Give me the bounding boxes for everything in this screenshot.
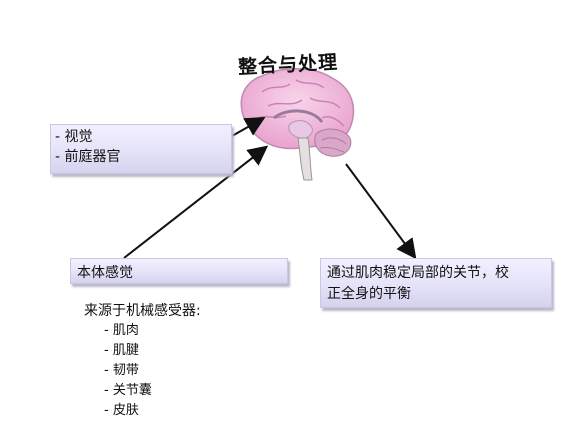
senses-item-vestibular: - 前庭器官	[55, 149, 121, 165]
senses-item-vision: - 视觉	[55, 129, 93, 145]
brain-illustration-icon	[240, 68, 355, 181]
arrow-brain-to-result	[345, 163, 417, 260]
senses-box: - 视觉 - 前庭器官	[50, 124, 232, 174]
result-box: 通过肌肉稳定局部的关节，校 正全身的平衡	[320, 258, 552, 308]
arrow-proprioception-to-brain	[123, 145, 269, 259]
proprioception-box: 本体感觉	[70, 258, 288, 284]
list-item: - 皮肤	[104, 403, 139, 418]
list-item: - 肌肉	[104, 323, 139, 338]
result-line-1: 通过肌肉稳定局部的关节，校	[327, 265, 509, 281]
proprioception-label: 本体感觉	[77, 265, 133, 281]
list-item: - 韧带	[104, 363, 139, 378]
diagram-title: 整合与处理	[237, 51, 339, 79]
list-item: - 关节囊	[104, 383, 152, 398]
list-item: - 肌腱	[104, 343, 139, 358]
mechanoreceptors-title: 来源于机械感受器:	[84, 303, 201, 319]
arrow-senses-to-brain	[231, 117, 266, 137]
result-line-2: 正全身的平衡	[327, 286, 411, 302]
mechanoreceptors-list: - 肌肉 - 肌腱 - 韧带 - 关节囊 - 皮肤	[104, 321, 152, 421]
